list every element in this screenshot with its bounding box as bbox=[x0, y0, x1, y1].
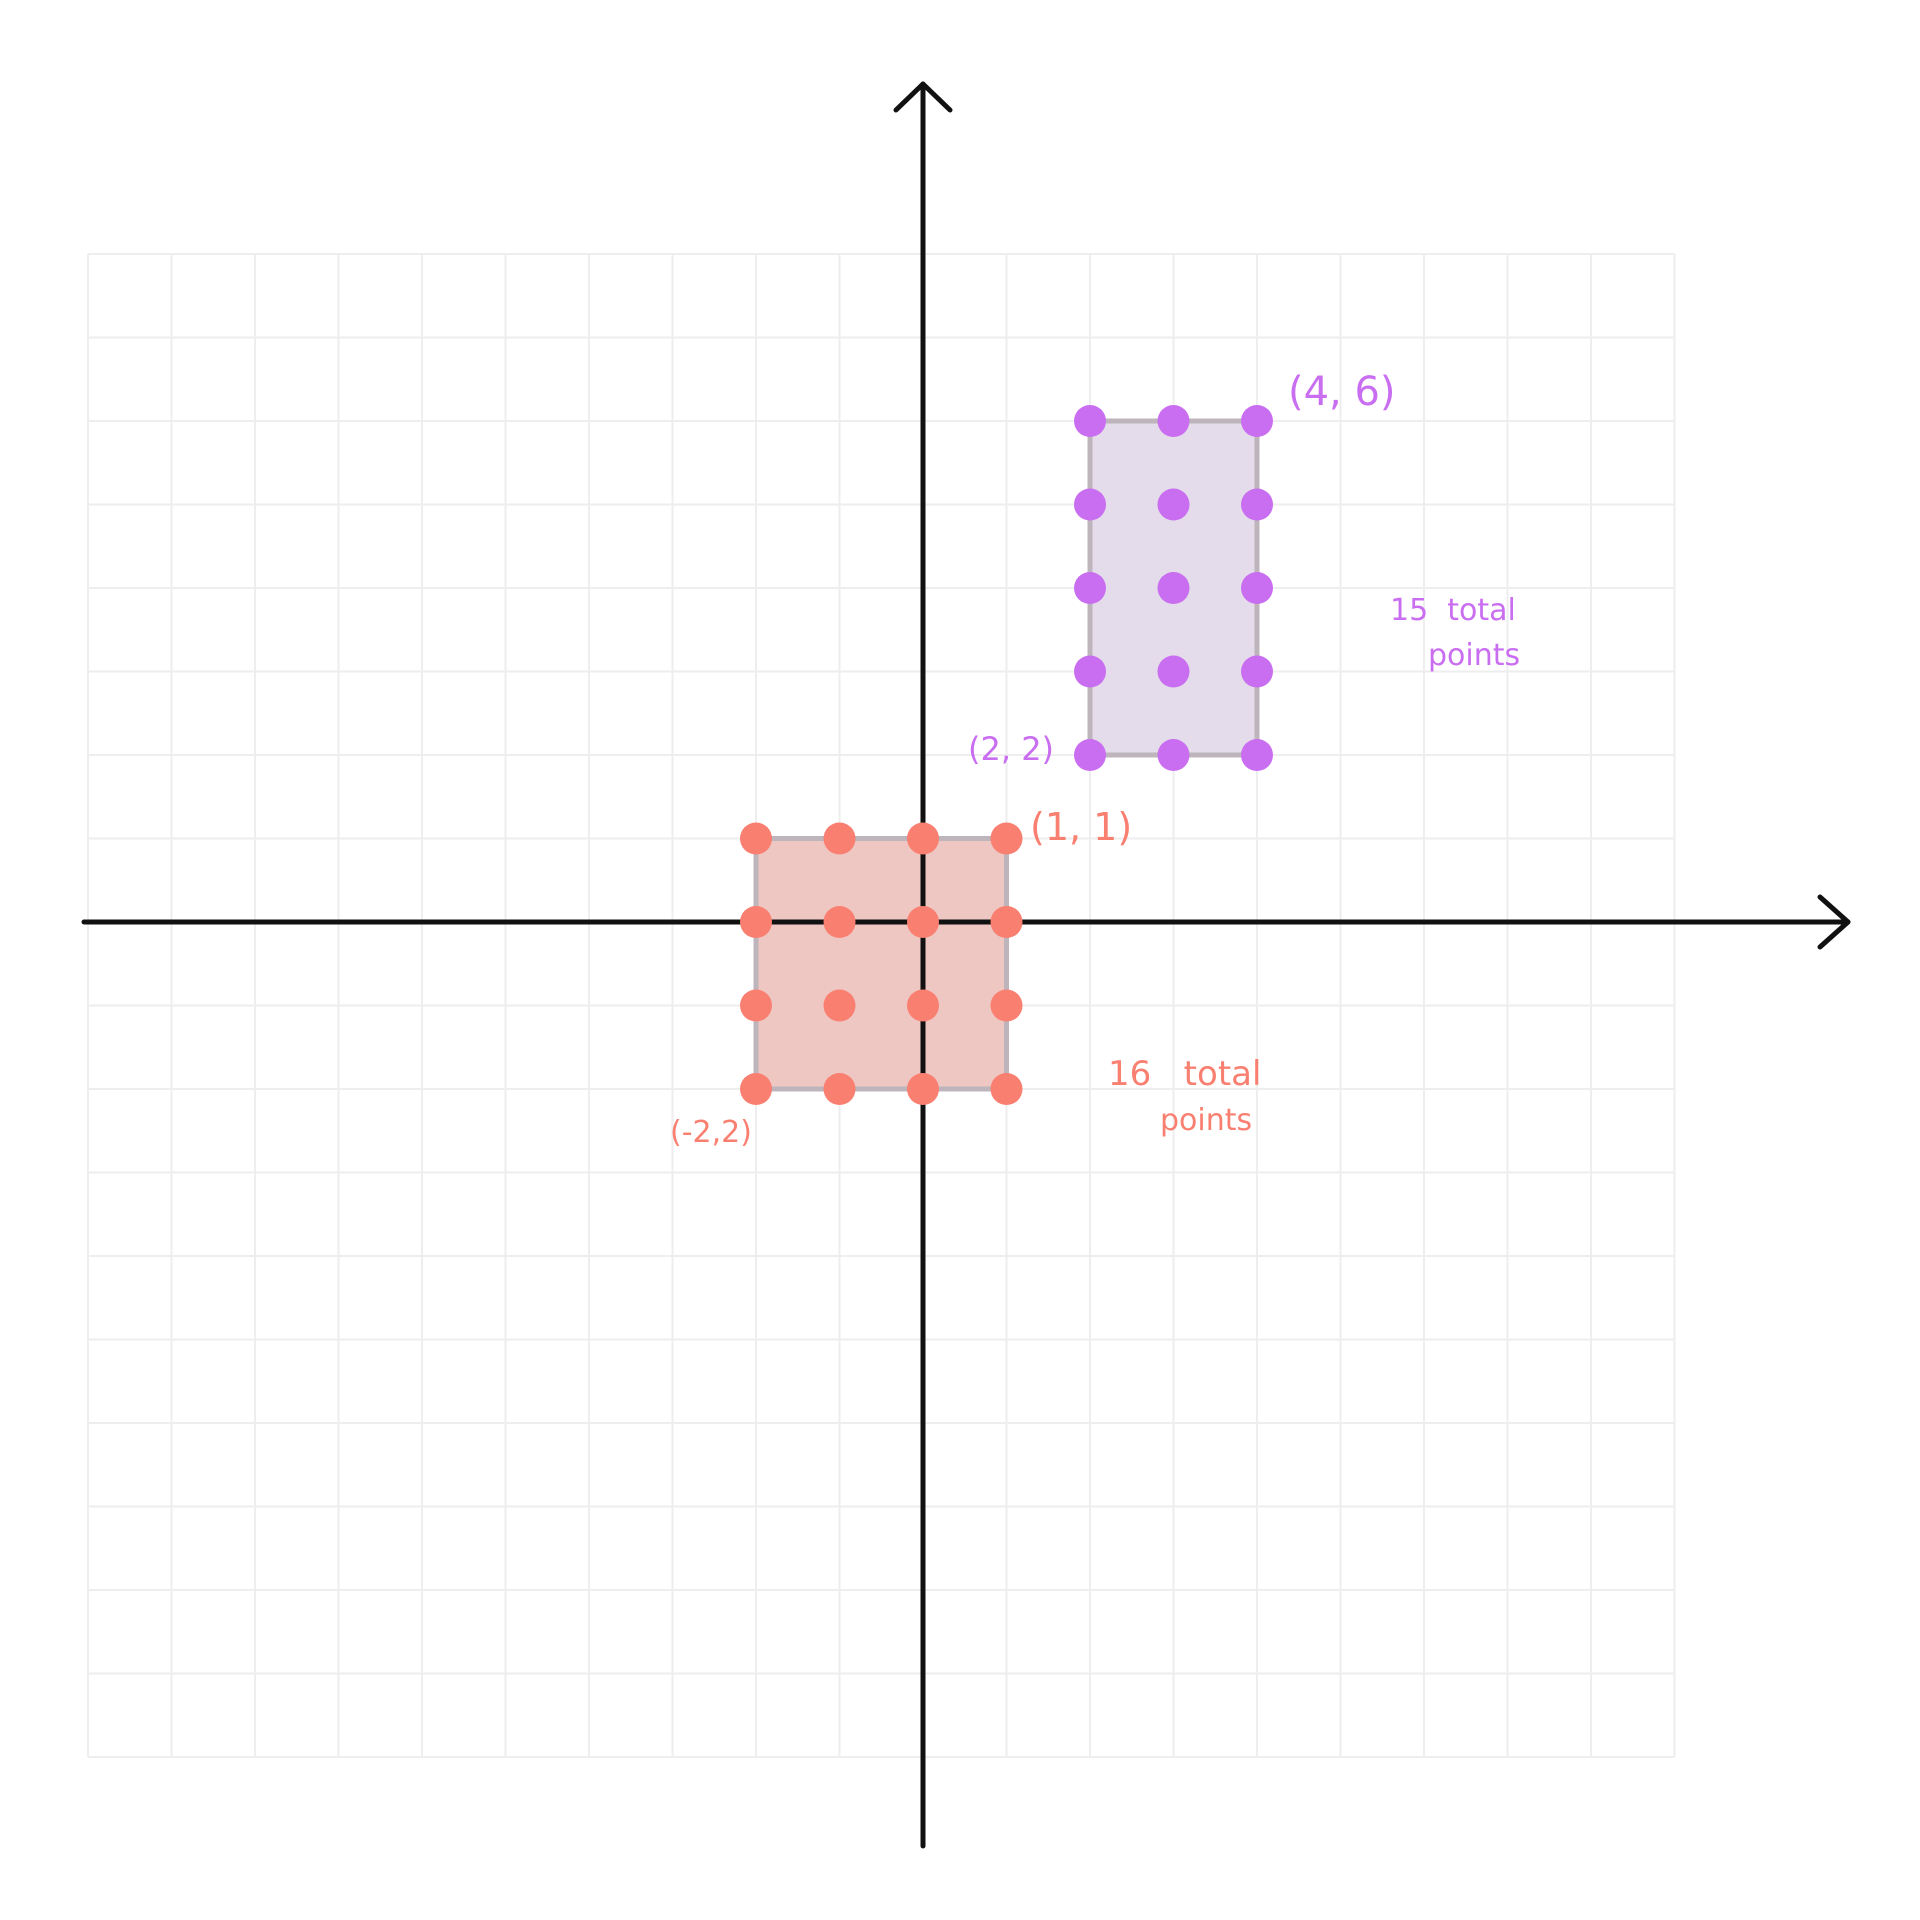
red-corner-label-bottom: (-2,2) bbox=[670, 1115, 752, 1150]
purple-rectangle-point bbox=[1074, 739, 1106, 771]
purple-rectangle-point bbox=[1074, 572, 1106, 604]
purple-rectangle-point bbox=[1241, 405, 1273, 437]
red-square-point bbox=[823, 906, 856, 938]
purple-rectangle-point bbox=[1241, 739, 1273, 771]
purple-corner-label-bottom: (2, 2) bbox=[968, 730, 1054, 768]
red-square-shaded-region bbox=[753, 836, 1009, 1092]
red-square-point bbox=[990, 989, 1023, 1022]
red-square-point bbox=[907, 1073, 939, 1105]
red-square-point bbox=[823, 989, 856, 1022]
red-count-label-line1: 16 total bbox=[1108, 1054, 1261, 1094]
red-square-point bbox=[823, 1073, 856, 1105]
red-square-point bbox=[740, 1073, 772, 1105]
purple-rectangle-point bbox=[1241, 572, 1273, 604]
red-square-point bbox=[823, 822, 856, 855]
purple-rectangle-point bbox=[1074, 488, 1106, 521]
red-square-point bbox=[740, 906, 772, 938]
purple-rectangle-point bbox=[1241, 488, 1273, 521]
purple-rectangle-point bbox=[1157, 488, 1190, 521]
red-count-label-line2: points bbox=[1160, 1103, 1252, 1138]
purple-rectangle-point bbox=[1074, 405, 1106, 437]
purple-rectangle-point bbox=[1157, 405, 1190, 437]
grid bbox=[87, 253, 1676, 1758]
purple-rectangle-point bbox=[1157, 572, 1190, 604]
red-square-point bbox=[907, 906, 939, 938]
red-square-point bbox=[990, 1073, 1023, 1105]
y-axis-arrowhead bbox=[893, 81, 953, 113]
axes bbox=[81, 81, 1851, 1849]
red-square-point bbox=[907, 989, 939, 1022]
regions bbox=[753, 418, 1260, 1092]
red-square-point bbox=[990, 906, 1023, 938]
lattice-points bbox=[740, 405, 1273, 1105]
purple-rectangle-point bbox=[1157, 655, 1190, 688]
purple-rectangle-point bbox=[1074, 655, 1106, 688]
purple-rectangle-point bbox=[1241, 655, 1273, 688]
purple-count-label-line1: 15 total bbox=[1390, 593, 1516, 628]
purple-count-label-line2: points bbox=[1428, 638, 1520, 673]
red-square-point bbox=[990, 822, 1023, 855]
red-square-point bbox=[907, 822, 939, 855]
purple-corner-label-top: (4, 6) bbox=[1288, 369, 1396, 415]
x-axis-arrowhead bbox=[1817, 894, 1851, 950]
red-square-point bbox=[740, 989, 772, 1022]
red-square-point bbox=[740, 822, 772, 855]
purple-rectangle-point bbox=[1157, 739, 1190, 771]
red-corner-label-top: (1, 1) bbox=[1030, 805, 1132, 849]
labels: (4, 6) (2, 2) 15 total points (1, 1) (-2… bbox=[670, 369, 1520, 1150]
